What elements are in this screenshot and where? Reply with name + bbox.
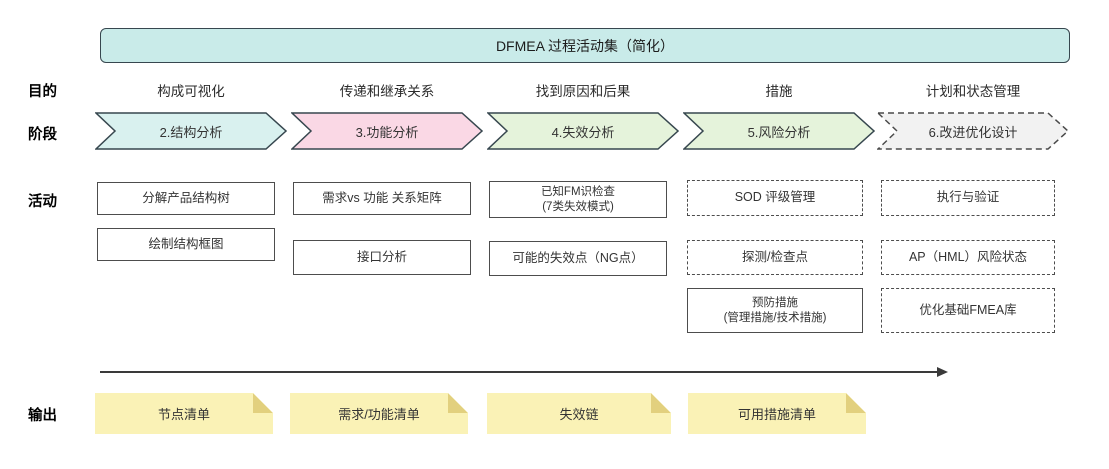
activity-box: 探测/检查点 — [687, 240, 863, 275]
activity-label: SOD 评级管理 — [734, 190, 816, 205]
activity-box: 需求vs 功能 关系矩阵 — [293, 182, 471, 215]
purpose-failure: 找到原因和后果 — [535, 84, 631, 99]
output-sticky-note: 失效链 — [487, 393, 671, 434]
activity-box: SOD 评级管理 — [687, 180, 863, 216]
phase-chevron-optimize: 6.改进优化设计 — [877, 112, 1069, 150]
activity-label: 接口分析 — [356, 249, 407, 264]
activity-label: 分解产品结构树 — [142, 190, 230, 205]
output-label: 节点清单 — [157, 407, 210, 422]
activity-label-line2: (管理措施/技术措施) — [723, 311, 827, 324]
folded-corner-icon — [448, 393, 468, 413]
activity-box: 已知FM识检查 (7类失效模式) — [489, 181, 667, 218]
timeline-arrow — [100, 367, 948, 377]
activity-box: 可能的失效点（NG点） — [489, 241, 667, 276]
phase-label: 3.功能分析 — [355, 124, 419, 140]
chevron-arrow-icon — [683, 112, 875, 150]
activity-label: 优化基础FMEA库 — [919, 302, 1017, 317]
folded-corner-icon — [651, 393, 671, 413]
activity-label-line1: 已知FM识检查 — [540, 186, 616, 199]
diagram-title: DFMEA 过程活动集（简化） — [495, 37, 675, 54]
activity-box: 绘制结构框图 — [97, 228, 275, 261]
activity-label: AP（HML）风险状态 — [908, 249, 1028, 264]
activity-label: 需求vs 功能 关系矩阵 — [322, 190, 442, 205]
phase-label: 6.改进优化设计 — [928, 124, 1018, 140]
row-label-activity: 活动 — [28, 194, 57, 210]
purpose-optimize: 计划和状态管理 — [925, 84, 1021, 99]
output-sticky-note: 可用措施清单 — [688, 393, 866, 434]
activity-label: 可能的失效点（NG点） — [512, 250, 644, 265]
chevron-arrow-icon — [95, 112, 287, 150]
activity-label: 探测/检查点 — [742, 249, 808, 264]
purpose-structure: 构成可视化 — [157, 84, 225, 99]
purpose-risk: 措施 — [765, 84, 793, 99]
folded-corner-icon — [846, 393, 866, 413]
phase-chevron-structure: 2.结构分析 — [95, 112, 287, 150]
activity-label-line2: (7类失效模式) — [542, 200, 614, 213]
activity-box: AP（HML）风险状态 — [881, 240, 1055, 275]
activity-box: 分解产品结构树 — [97, 182, 275, 215]
phase-label: 4.失效分析 — [551, 124, 615, 140]
purpose-function: 传递和继承关系 — [339, 84, 435, 99]
activity-box: 接口分析 — [293, 240, 471, 275]
activity-label: 绘制结构框图 — [148, 236, 224, 251]
phase-chevron-function: 3.功能分析 — [291, 112, 483, 150]
activity-box: 预防措施 (管理措施/技术措施) — [687, 288, 863, 333]
activity-box: 执行与验证 — [881, 180, 1055, 216]
output-label: 可用措施清单 — [737, 407, 816, 422]
row-label-output: 输出 — [28, 408, 57, 424]
arrowhead-icon — [937, 367, 948, 377]
output-sticky-note: 节点清单 — [95, 393, 273, 434]
phase-chevron-failure: 4.失效分析 — [487, 112, 679, 150]
chevron-arrow-icon — [487, 112, 679, 150]
output-label: 需求/功能清单 — [338, 407, 420, 422]
phase-label: 5.风险分析 — [747, 124, 811, 140]
row-label-purpose: 目的 — [28, 84, 57, 100]
row-label-phase: 阶段 — [28, 127, 57, 143]
activity-label: 执行与验证 — [936, 190, 1000, 205]
folded-corner-icon — [253, 393, 273, 413]
chevron-arrow-icon — [291, 112, 483, 150]
title-banner: DFMEA 过程活动集（简化） — [100, 28, 1070, 63]
chevron-arrow-icon — [877, 112, 1069, 150]
activity-box: 优化基础FMEA库 — [881, 288, 1055, 333]
phase-chevron-risk: 5.风险分析 — [683, 112, 875, 150]
activity-label-line1: 预防措施 — [752, 297, 798, 310]
output-sticky-note: 需求/功能清单 — [290, 393, 468, 434]
output-label: 失效链 — [559, 407, 599, 422]
phase-label: 2.结构分析 — [159, 124, 223, 140]
